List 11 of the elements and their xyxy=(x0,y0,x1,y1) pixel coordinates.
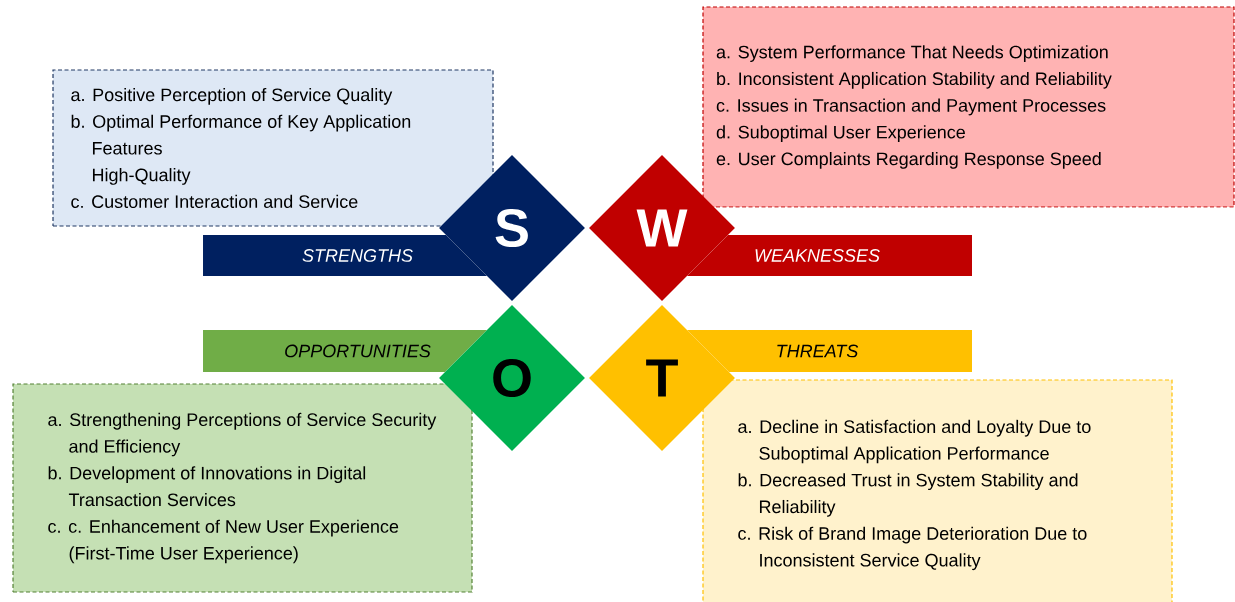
list-box: a. System Performance That Needs Optimization b. Inconsistent Application Stability and Reliability c. Issues in Transaction and Payment Processes d. Suboptimal User Experience e. User Complaints Regarding Response Speed xyxy=(702,6,1235,208)
node-label: THREATS xyxy=(777,344,859,358)
label-band: OPPORTUNITIES xyxy=(203,330,487,372)
node-label: STRENGTHS xyxy=(302,249,413,262)
label-band: WEAKNESSES xyxy=(687,235,972,276)
label-band: THREATS xyxy=(687,330,972,372)
label-band: STRENGTHS xyxy=(203,235,487,276)
list-box: a. Strengthening Perceptions of Service Security and Efficiency b. Development of Innovations in Digital Transaction Services c. c. Enhancement of New User Experience (First-Time User Experience) xyxy=(12,383,473,593)
node-label: WEAKNESSES xyxy=(755,249,880,262)
list-box: a. Decline in Satisfaction and Loyalty Due to Suboptimal Application Performance b. Decreased Trust in System Stability and Reliability c. Risk of Brand Image Deterioration Due to Inconsistent Service Quality xyxy=(702,379,1173,602)
list-box: a. Positive Perception of Service Quality b. Optimal Performance of Key Application Features High-Quality c. Customer Interaction and Service xyxy=(52,69,494,227)
